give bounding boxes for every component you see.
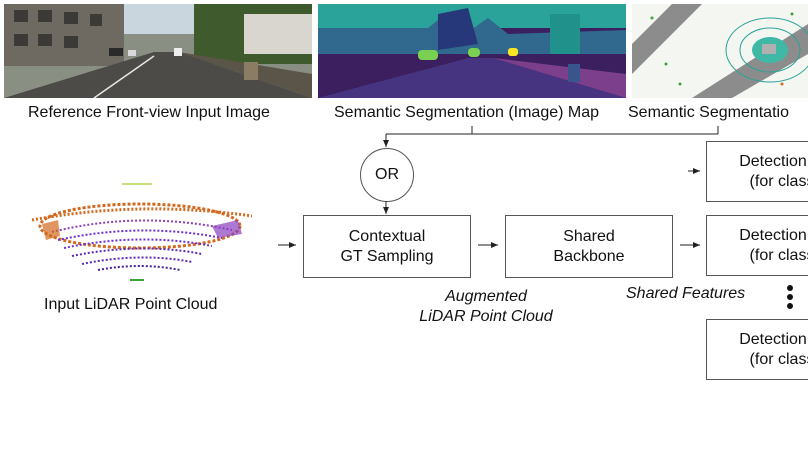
augmented-line2: LiDAR Point Cloud <box>419 308 553 325</box>
backbone-line1: Shared <box>563 227 615 245</box>
gt-sampling-line1: Contextual <box>348 227 426 245</box>
detection-head-2: Detection (for class <box>706 215 808 276</box>
front-view-image <box>4 4 312 98</box>
gt-sampling-box: Contextual GT Sampling <box>303 215 471 278</box>
or-label: OR <box>375 166 399 183</box>
segmentation-bev-caption: Semantic Segmentatio <box>628 104 789 121</box>
ellipsis-dot-3 <box>787 303 793 309</box>
detection-head-2-line1: Detection <box>739 226 807 244</box>
segmentation-bev-map <box>632 4 808 98</box>
segmentation-image-caption: Semantic Segmentation (Image) Map <box>334 104 600 121</box>
detection-head-1: Detection (for class <box>706 141 808 202</box>
detection-head-2-line2: (for class <box>749 246 808 264</box>
ellipsis-dot-2 <box>787 294 793 300</box>
or-node: OR <box>360 148 414 202</box>
lidar-caption: Input LiDAR Point Cloud <box>44 296 218 313</box>
backbone-line2: Backbone <box>553 247 625 265</box>
ellipsis-dot-1 <box>787 285 793 291</box>
segmentation-image-map <box>318 4 626 98</box>
detection-head-1-line2: (for class <box>749 172 808 190</box>
shared-features-label: Shared Features <box>626 285 746 302</box>
detection-head-3-line1: Detection <box>739 330 807 348</box>
detection-head-1-line1: Detection <box>739 152 807 170</box>
lidar-point-cloud <box>12 180 266 284</box>
augmented-line1: Augmented <box>445 288 527 305</box>
augmented-label: Augmented LiDAR Point Cloud <box>386 288 586 326</box>
detection-head-3: Detection (for class <box>706 319 808 380</box>
front-view-caption: Reference Front-view Input Image <box>28 104 270 121</box>
detection-head-3-line2: (for class <box>749 350 808 368</box>
shared-backbone-box: Shared Backbone <box>505 215 673 278</box>
gt-sampling-line2: GT Sampling <box>340 247 434 265</box>
